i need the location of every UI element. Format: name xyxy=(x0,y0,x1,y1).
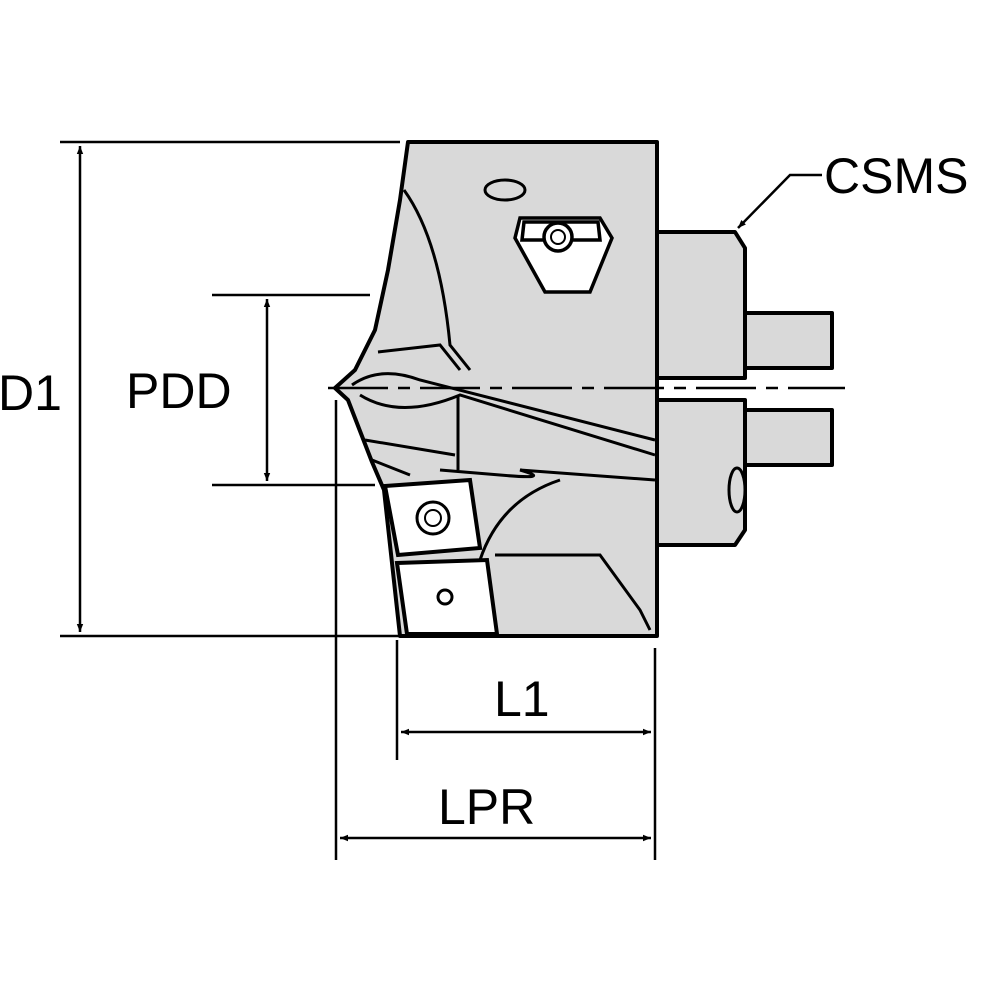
cutting-insert-upper xyxy=(382,477,483,558)
pdd-label: PDD xyxy=(126,363,232,419)
dimension-lines xyxy=(60,140,822,860)
csms-leader xyxy=(737,173,822,229)
shank-flange-lower xyxy=(655,398,747,547)
torx-screw-icon xyxy=(436,588,454,606)
l1-label: L1 xyxy=(494,671,550,727)
body-details xyxy=(351,178,656,631)
drive-key-upper xyxy=(743,311,834,370)
d1-label: D1 xyxy=(0,365,62,421)
csms-label: CSMS xyxy=(824,148,968,204)
shank-flange xyxy=(655,230,747,380)
coolant-hole xyxy=(727,466,747,514)
cutting-insert-lower xyxy=(394,557,500,636)
lpr-label: LPR xyxy=(438,779,535,835)
top-clamp xyxy=(513,216,614,294)
drive-key-lower xyxy=(743,408,834,467)
